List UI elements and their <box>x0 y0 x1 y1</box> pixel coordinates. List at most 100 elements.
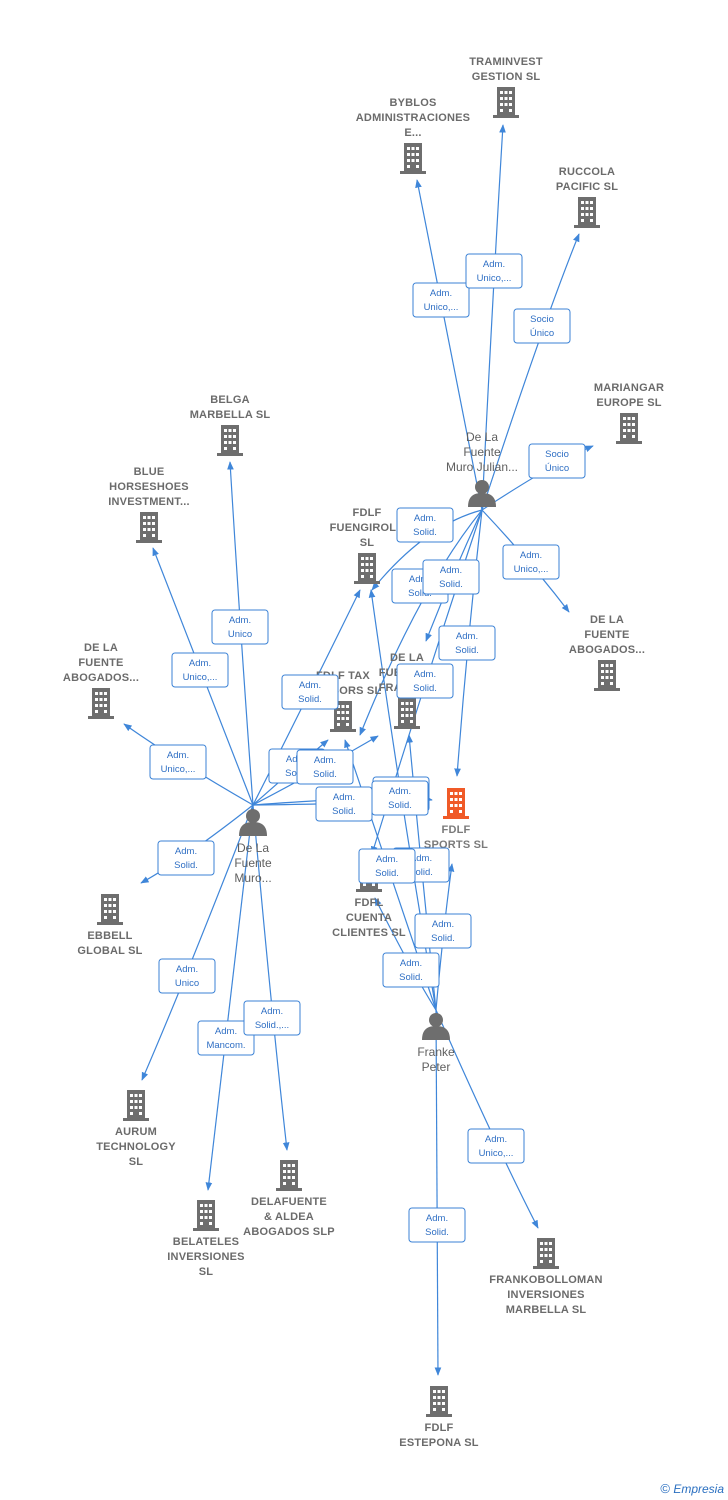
node-label-line: CUENTA <box>346 912 392 924</box>
edge-label[interactable]: Adm.Unico <box>211 609 269 645</box>
edge-label[interactable]: Adm.Unico,... <box>149 744 207 780</box>
edge-label[interactable]: Adm.Solid. <box>371 780 429 816</box>
node-label-line: INVERSIONES <box>507 1289 584 1301</box>
edge-label[interactable]: Adm.Mancom. <box>197 1020 255 1056</box>
node-label-line: FDLF <box>353 507 382 519</box>
edge-label-line: Adm. <box>400 958 422 969</box>
edge-label-box <box>396 507 454 543</box>
edge-label-box <box>422 559 480 595</box>
edge-label-box <box>382 952 440 988</box>
node-label-line: FUENTE <box>78 657 123 669</box>
node-label-line: ABOGADOS SLP <box>243 1226 335 1238</box>
node-label-line: MARIANGAR <box>594 382 664 394</box>
edge-label-line: Solid. <box>413 683 437 694</box>
edge-label-line: Solid. <box>375 868 399 879</box>
edge-label[interactable]: Adm.Unico,... <box>171 652 229 688</box>
edge-label-line: Mancom. <box>206 1040 245 1051</box>
edge-label-box <box>281 674 339 710</box>
edge-label-line: Adm. <box>432 919 454 930</box>
edge-label[interactable]: Adm.Solid. <box>438 625 496 661</box>
node-label-line: GESTION SL <box>472 71 541 83</box>
edge-label-box <box>414 913 472 949</box>
node-dlf_abogados_right[interactable]: DE LAFUENTEABOGADOS... <box>569 614 645 691</box>
edge-delafuente_julian-to-traminvest <box>481 124 506 511</box>
edge-label[interactable]: Adm.Solid. <box>296 749 354 785</box>
node-label-line: ABOGADOS... <box>63 672 139 684</box>
edge-label[interactable]: Adm. Solid. <box>157 840 215 876</box>
node-byblos[interactable]: BYBLOSADMINISTRACIONESE... <box>356 97 470 174</box>
edge-label-line: Adm. <box>314 755 336 766</box>
node-label-line: ADMINISTRACIONES <box>356 112 470 124</box>
edge-label[interactable]: Adm.Unico,... <box>465 253 523 289</box>
edge-line <box>415 179 483 511</box>
edge-label[interactable]: Adm.Unico,... <box>502 544 560 580</box>
brand-logo[interactable]: Empresia <box>673 1482 724 1496</box>
edge-label[interactable]: Adm.Solid. <box>281 674 339 710</box>
edge-label[interactable]: Adm.Solid. <box>422 559 480 595</box>
edge-label-line: Adm. <box>189 658 211 669</box>
edge-label-line: Solid. <box>425 1227 449 1238</box>
edge-label[interactable]: Adm. Solid. <box>408 1207 466 1243</box>
edge-labels-layer: Adm.Unico,...Adm.Unico,...SocioÚnicoSoci… <box>149 253 586 1243</box>
company-icon <box>217 425 243 456</box>
node-label-line: Peter <box>422 1060 451 1074</box>
edge-label-line: Solid. <box>439 579 463 590</box>
person-icon <box>422 1013 450 1040</box>
edge-label[interactable]: Adm.Solid.,... <box>243 1000 301 1036</box>
person-icon <box>468 480 496 507</box>
edge-label[interactable]: Adm.Unico,... <box>467 1128 525 1164</box>
edge-label[interactable]: Adm.Solid. <box>396 507 454 543</box>
edge-label-line: Adm. <box>426 1213 448 1224</box>
node-mariangar[interactable]: MARIANGAR EUROPE SL <box>594 382 664 444</box>
node-label-line: DE LA <box>390 652 424 664</box>
edge-line <box>435 1009 539 1229</box>
edge-label-box <box>158 958 216 994</box>
edge-label[interactable]: Adm.Unico <box>158 958 216 994</box>
edge-label[interactable]: Adm.Solid. <box>414 913 472 949</box>
company-icon <box>88 688 114 719</box>
edge-line <box>252 804 290 1151</box>
node-label-line: EUROPE SL <box>596 397 661 409</box>
edge-label-box <box>513 308 571 344</box>
edge-label-line: Unico,... <box>479 1148 514 1159</box>
company-icon <box>354 553 380 584</box>
edge-label-line: Solid. <box>408 588 432 599</box>
edge-label-line: Adm. <box>409 574 431 585</box>
edge-label-line: Solid. <box>409 867 433 878</box>
edge-label[interactable]: Adm.Solid. <box>396 663 454 699</box>
edge-label[interactable]: Adm.Solid. <box>382 952 440 988</box>
edge-label-line: Adm. <box>175 846 197 857</box>
edge-label-line: Adm. <box>333 792 355 803</box>
edge-label-box <box>396 663 454 699</box>
node-dlf_abogados_left[interactable]: DE LAFUENTEABOGADOS... <box>63 642 139 719</box>
edge-label-line: Solid. <box>174 860 198 871</box>
edge-label[interactable]: Adm.Unico,... <box>412 282 470 318</box>
edge-label[interactable]: Adm.Solid. <box>358 848 416 884</box>
company-icon <box>574 197 600 228</box>
edge-label-line: Adm. <box>520 550 542 561</box>
edge-label-box <box>211 609 269 645</box>
node-delafuente_muro[interactable]: De LaFuenteMuro... <box>234 809 272 885</box>
node-blue[interactable]: BLUEHORSESHOESINVESTMENT... <box>108 466 190 543</box>
edge-label[interactable]: Adm.Solid. <box>315 786 373 822</box>
node-label-line: BLUE <box>134 466 165 478</box>
edge-label-line: Adm. <box>261 1006 283 1017</box>
edge-label-box <box>408 1207 466 1243</box>
edge-label-line: Adm. <box>299 680 321 691</box>
